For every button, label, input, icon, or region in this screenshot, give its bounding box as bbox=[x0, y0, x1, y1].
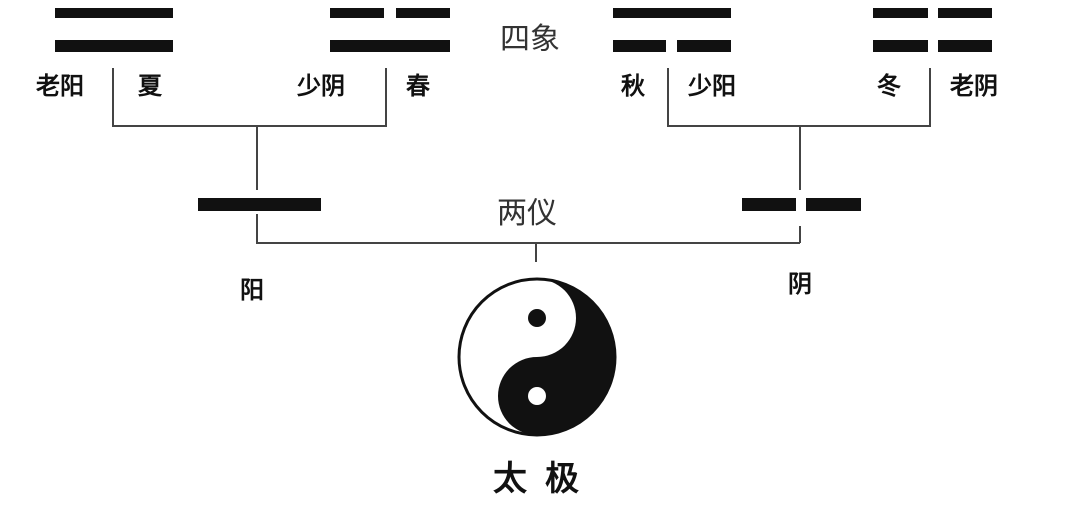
yin-line-left bbox=[742, 198, 796, 211]
label-yang: 阳 bbox=[240, 276, 264, 304]
yin-line-bottom-left bbox=[613, 40, 666, 52]
yin-line-right bbox=[806, 198, 861, 211]
yang-line-bottom bbox=[330, 40, 450, 52]
label-qiu: 秋 bbox=[621, 72, 645, 100]
connector-left-bracket bbox=[112, 68, 387, 127]
label-yin: 阴 bbox=[788, 270, 812, 298]
label-dong: 冬 bbox=[877, 72, 901, 100]
yin-yang-icon bbox=[457, 277, 617, 437]
yin-line-top-right bbox=[938, 8, 992, 18]
liangyi-yang-line bbox=[198, 198, 321, 211]
sixiang-symbol-laoyin bbox=[873, 8, 992, 52]
sixiang-symbol-laoyang bbox=[55, 8, 173, 52]
yin-line-top-left bbox=[330, 8, 384, 18]
sixiang-heading: 四象 bbox=[500, 22, 560, 57]
label-laoyang-left: 老阳 bbox=[36, 72, 84, 100]
sixiang-symbol-shaoyang bbox=[613, 8, 731, 52]
label-shaoyin: 少阴 bbox=[297, 72, 345, 100]
yang-line-top bbox=[55, 8, 173, 18]
connector-liangyi-bracket bbox=[256, 214, 800, 244]
label-shaoyang: 少阳 bbox=[688, 72, 736, 100]
yin-line-bottom-right bbox=[677, 40, 731, 52]
yang-line-top bbox=[613, 8, 731, 18]
tree-connectors bbox=[112, 68, 931, 262]
yin-line-bottom-left bbox=[873, 40, 928, 52]
label-laoyin-right: 老阴 bbox=[950, 72, 998, 100]
taiji-bottom-dot bbox=[528, 387, 546, 405]
label-xia: 夏 bbox=[138, 72, 162, 100]
taiji-top-dot bbox=[528, 309, 546, 327]
taiji-label: 太极 bbox=[493, 459, 597, 499]
liangyi-yin-lines bbox=[742, 198, 861, 211]
yin-line-bottom-right bbox=[938, 40, 992, 52]
yang-line-bottom bbox=[55, 40, 173, 52]
yin-line-top-left bbox=[873, 8, 928, 18]
liangyi-heading: 两仪 bbox=[497, 196, 557, 231]
taiji-black-half bbox=[498, 279, 615, 435]
sixiang-symbol-shaoyin bbox=[330, 8, 450, 52]
yin-line-top-right bbox=[396, 8, 450, 18]
label-chun: 春 bbox=[406, 72, 430, 100]
